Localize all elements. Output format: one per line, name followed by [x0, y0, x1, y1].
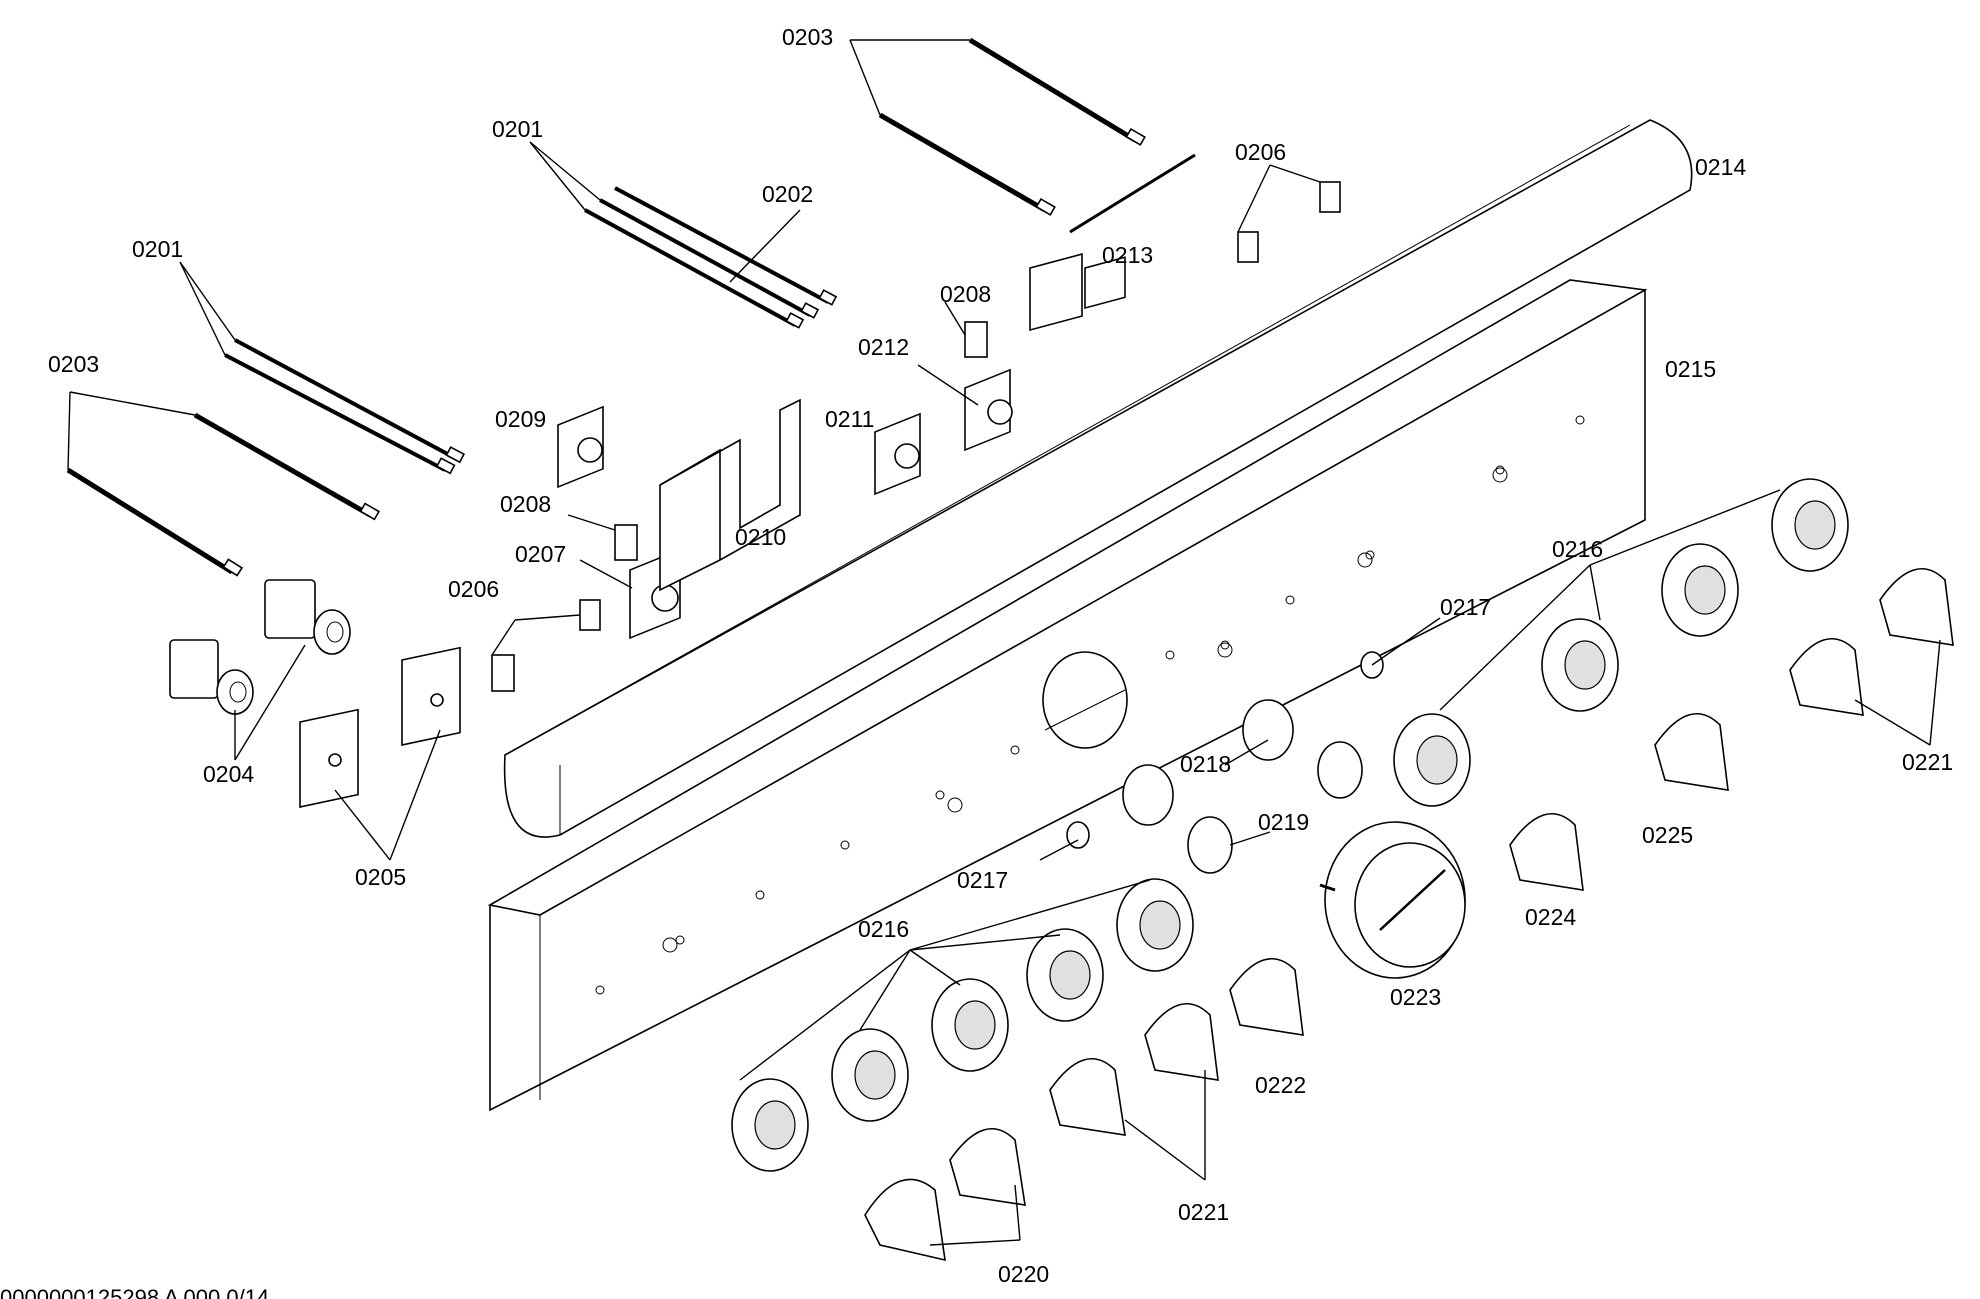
callout-0210: 0210: [735, 524, 786, 550]
callout-0212: 0212: [858, 334, 909, 360]
gas-valves-0204: [169, 579, 351, 715]
rods-0201-left: [224, 338, 466, 475]
callout-0205: 0205: [355, 864, 406, 890]
callout-0211: 0211: [825, 406, 874, 432]
rods-0203-left: [66, 412, 381, 577]
callout-0208-mid: 0208: [500, 491, 551, 517]
callout-0216-top: 0216: [1552, 536, 1603, 562]
callout-labels: 0203 0201 0202 0201 0203 0206 0214 0213 …: [48, 24, 1953, 1287]
switches-small: [491, 181, 1341, 692]
callout-0215: 0215: [1665, 356, 1716, 382]
callout-0209: 0209: [495, 406, 546, 432]
callout-0221-right: 0221: [1902, 749, 1953, 775]
callout-0218: 0218: [1180, 751, 1231, 777]
callout-0201-left: 0201: [132, 236, 183, 262]
selector-0213: [1029, 153, 1196, 332]
callout-0222: 0222: [1255, 1072, 1306, 1098]
callout-0217-mid: 0217: [957, 867, 1008, 893]
bracket-0210: [659, 398, 801, 592]
callout-0201-top: 0201: [492, 116, 543, 142]
rods-0203-top: [878, 37, 1146, 216]
callout-0208-top: 0208: [940, 281, 991, 307]
gauge-0223: [1319, 821, 1466, 979]
callout-0202: 0202: [762, 181, 813, 207]
callout-0221-bottom: 0221: [1178, 1199, 1229, 1225]
callout-0213: 0213: [1102, 242, 1153, 268]
callout-0220: 0220: [998, 1261, 1049, 1287]
callout-0217-top: 0217: [1440, 594, 1491, 620]
leader-lines: [67, 39, 1941, 1246]
callout-0216-mid: 0216: [858, 916, 909, 942]
callout-0203-left: 0203: [48, 351, 99, 377]
callout-0219: 0219: [1258, 809, 1309, 835]
callout-0207: 0207: [515, 541, 566, 567]
panel-holes: [595, 415, 1585, 995]
callout-0225: 0225: [1642, 822, 1693, 848]
rods-0201-0202: [584, 186, 838, 329]
callout-0206-left: 0206: [448, 576, 499, 602]
ignition-modules-0205: [299, 646, 461, 808]
bezels-0216: [731, 478, 1849, 1172]
callout-0214: 0214: [1695, 154, 1746, 180]
callout-0203-top: 0203: [782, 24, 833, 50]
callout-0224: 0224: [1525, 904, 1576, 930]
indicators-0217-0218-0219: [1066, 651, 1384, 874]
callout-0223: 0223: [1390, 984, 1441, 1010]
callout-0206-top: 0206: [1235, 139, 1286, 165]
backguard-0214: [503, 119, 1693, 838]
pot-switches: [557, 368, 1013, 640]
document-footer-code: 0000000125298 A 000 0/14: [0, 1285, 269, 1299]
callout-0204: 0204: [203, 761, 254, 787]
control-panel-0215: [487, 279, 1648, 1112]
knobs: [864, 568, 1954, 1262]
